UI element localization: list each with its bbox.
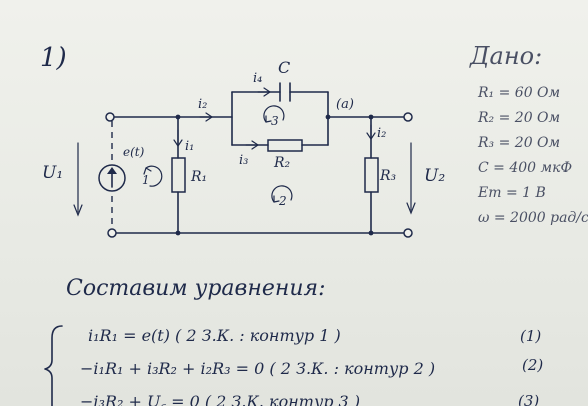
node-dot xyxy=(175,114,181,120)
i3-arrow xyxy=(245,140,260,150)
voltage-source xyxy=(98,164,126,192)
given-line: R₃ = 20 Ом xyxy=(477,135,560,151)
loop-3-label: 3 xyxy=(271,114,279,128)
r1-label: R₁ xyxy=(190,169,207,185)
node-a-dot xyxy=(325,114,331,120)
resistor-r1 xyxy=(171,157,186,193)
node-dot xyxy=(368,114,374,120)
resistor-r3 xyxy=(364,157,379,193)
u2-arrow-head xyxy=(406,202,416,215)
node-dot xyxy=(175,230,181,236)
given-title: Дано: xyxy=(469,42,542,70)
problem-number: 1) xyxy=(40,43,67,73)
equation-3: −i₃R₂ + U꜀ = 0 ( 2 З.К. контур 3 ) xyxy=(80,392,360,406)
loop-2-arc xyxy=(271,185,293,203)
loop-3-arc xyxy=(263,105,285,123)
node-a-label: (a) xyxy=(336,97,354,112)
u1-arrow-head xyxy=(73,204,83,217)
r2-label: R₂ xyxy=(273,155,291,171)
source-label: e(t) xyxy=(123,145,145,159)
loop-1-arc xyxy=(145,165,163,187)
i4-label: i₄ xyxy=(253,71,262,86)
loop-3-arrowhead xyxy=(265,115,272,123)
source-arrow-head xyxy=(107,167,117,174)
i2-top-label: i₂ xyxy=(198,97,207,112)
i1-label: i₁ xyxy=(185,139,194,154)
capacitor-label: C xyxy=(278,58,290,77)
equation-1: i₁R₁ = e(t) ( 2 З.К. : контур 1 ) xyxy=(88,326,341,345)
r3-label: R₃ xyxy=(379,168,397,184)
terminal-top-left xyxy=(105,112,115,122)
system-brace xyxy=(44,325,63,406)
equation-2: −i₁R₁ + i₃R₂ + i₂R₃ = 0 ( 2 З.К. : конту… xyxy=(80,359,435,378)
resistor-r2 xyxy=(267,139,303,152)
given-line: C = 400 мкФ xyxy=(478,160,572,176)
given-line: R₂ = 20 Ом xyxy=(477,110,560,126)
node-dot xyxy=(368,230,374,236)
i1-arrow xyxy=(173,129,183,148)
terminal-bottom-left xyxy=(107,228,117,238)
equation-3-number: (3) xyxy=(518,392,539,406)
equation-2-number: (2) xyxy=(522,356,543,374)
i3-label: i₃ xyxy=(239,153,248,168)
i4-arrow xyxy=(257,87,272,97)
terminal-bottom-right xyxy=(403,228,413,238)
loop-1-arrowhead xyxy=(143,167,152,175)
loop-2-arrowhead xyxy=(273,195,280,203)
i2-top-arrow xyxy=(199,112,214,122)
loop-2-label: 2 xyxy=(278,194,287,208)
given-line: ω = 2000 рад/с xyxy=(478,210,588,226)
equations-heading: Составим уравнения: xyxy=(66,276,326,301)
u1-label: U₁ xyxy=(42,163,63,183)
given-line: Em = 1 В xyxy=(477,185,546,201)
u2-label: U₂ xyxy=(424,166,445,186)
i2-right-arrow xyxy=(366,124,376,141)
given-line: R₁ = 60 Ом xyxy=(477,85,560,101)
i2-right-label: i₂ xyxy=(377,126,386,141)
equation-1-number: (1) xyxy=(520,327,541,345)
loop-1-label: 1 xyxy=(142,173,150,187)
terminal-top-right xyxy=(403,112,413,122)
